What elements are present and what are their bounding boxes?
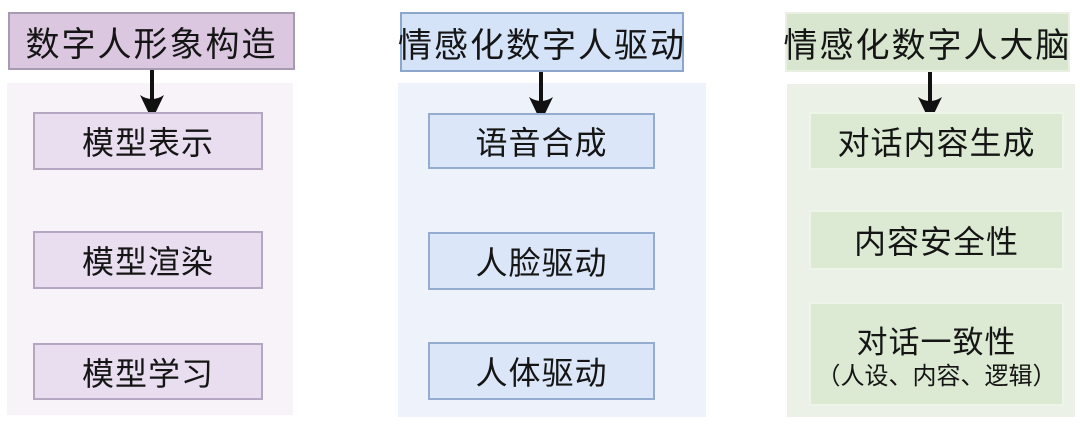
down-arrow-icon [529, 72, 553, 122]
driving-item-body-driving: 人体驱动 [428, 342, 655, 400]
box-label: 人体驱动 [475, 354, 608, 392]
brain-item-dialogue-consistency: 对话一致性 （人设、内容、逻辑） [809, 302, 1064, 406]
appearance-item-model-learning: 模型学习 [33, 343, 263, 400]
driving-header-label: 情感化数字人驱动 [398, 25, 686, 66]
appearance-header: 数字人形象构造 [8, 12, 295, 70]
box-label: 对话一致性 [856, 325, 1017, 362]
appearance-item-model-rendering: 模型渲染 [33, 231, 263, 289]
box-sublabel: （人设、内容、逻辑） [816, 362, 1057, 391]
box-label: 内容安全性 [853, 223, 1019, 261]
brain-header: 情感化数字人大脑 [783, 12, 1072, 72]
driving-header: 情感化数字人驱动 [398, 12, 686, 72]
brain-item-content-safety: 内容安全性 [809, 210, 1064, 270]
driving-item-speech-synthesis: 语音合成 [428, 113, 655, 169]
down-arrow-icon [918, 72, 942, 122]
box-label: 人脸驱动 [475, 244, 608, 282]
down-arrow-icon [140, 70, 164, 120]
brain-item-dialogue-generation: 对话内容生成 [809, 112, 1064, 170]
appearance-header-label: 数字人形象构造 [25, 24, 278, 65]
box-label: 模型渲染 [81, 243, 214, 281]
brain-header-label: 情感化数字人大脑 [783, 25, 1072, 66]
box-label: 对话内容生成 [837, 124, 1036, 162]
appearance-item-model-representation: 模型表示 [33, 112, 263, 170]
box-label: 模型表示 [81, 124, 214, 162]
box-label: 语音合成 [475, 124, 608, 162]
box-label: 模型学习 [81, 354, 214, 393]
driving-item-face-driving: 人脸驱动 [428, 232, 655, 290]
